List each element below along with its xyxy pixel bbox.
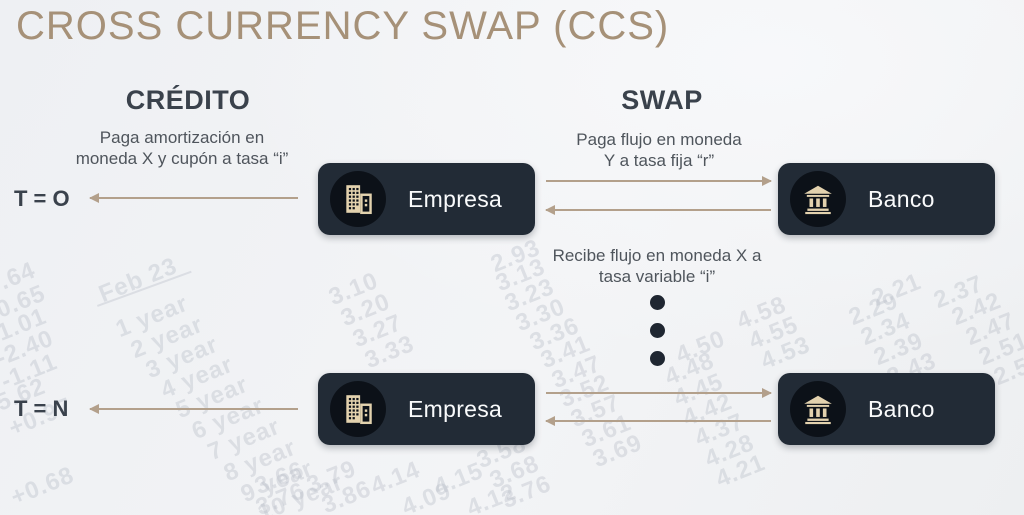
watermark-item: -1.11 [0, 348, 62, 396]
watermark-item: 3.10 [325, 267, 383, 312]
watermark-item: 2.34 [857, 307, 915, 352]
watermark-item: -0.64 [0, 256, 40, 305]
bank-icon [790, 171, 846, 227]
watermark-item: 3.69 [589, 429, 647, 474]
watermark-item: 3 year [142, 330, 223, 385]
watermark-item: 2.42 [948, 287, 1006, 332]
note-line: moneda X y cupón a tasa “i” [75, 149, 289, 168]
watermark-item: 4.37 [691, 408, 749, 453]
column-header-credito: CRÉDITO [125, 85, 251, 115]
watermark-item: -1.01 [0, 302, 51, 351]
note-swap-receive: Recibe flujo en moneda X a tasa variable… [532, 245, 782, 287]
entity-box-empresa-top: Empresa [318, 163, 535, 235]
watermark-item: 8 year [220, 433, 301, 488]
watermark-item: 3.79 [303, 455, 361, 500]
watermark-header-underline [97, 270, 192, 307]
watermark-item: 3.68 [486, 450, 544, 495]
arrow-swap-receive-top [545, 205, 771, 215]
note-line: Paga flujo en moneda [576, 130, 742, 149]
watermark-item: 4 year [157, 350, 238, 405]
watermark-item: 4.14 [367, 456, 425, 501]
watermark-item: -2.40 [0, 324, 58, 373]
ellipsis-dot [650, 295, 665, 310]
note-credit-amortization: Paga amortización en moneda X y cupón a … [52, 127, 312, 169]
watermark-item: +0.68 [7, 461, 79, 512]
entity-box-empresa-bottom: Empresa [318, 373, 535, 445]
arrow-swap-pay-bottom [546, 388, 772, 398]
watermark-item: 4.48 [661, 347, 719, 392]
watermark-item: 2.29 [845, 287, 903, 332]
watermark-item: 3.41 [537, 330, 595, 375]
watermark-item: 2.39 [870, 327, 928, 372]
column-header-swap: SWAP [621, 85, 703, 115]
bank-icon [790, 381, 846, 437]
note-swap-pay: Paga flujo en moneda Y a tasa fija “r” [539, 129, 779, 171]
watermark-item: 4.55 [745, 311, 803, 356]
watermark-item: 5 year [172, 370, 253, 425]
ellipsis-dot [650, 351, 665, 366]
note-line: Recibe flujo en moneda X a [552, 246, 762, 265]
watermark-item: 7 year [204, 412, 285, 467]
watermark-table-header: Feb 23 [95, 252, 182, 309]
entity-label: Empresa [408, 395, 503, 422]
watermark-item: 4.15 [430, 457, 488, 502]
arrow-credit-t0 [89, 193, 298, 203]
watermark-item: 2.55 [990, 347, 1024, 392]
watermark-item: 10 year [254, 468, 348, 515]
entity-label: Empresa [408, 185, 503, 212]
watermark-item: 2.47 [962, 307, 1020, 352]
watermark-item: 3.61 [578, 409, 636, 454]
arrow-credit-tn [89, 404, 298, 414]
watermark-item: 4.28 [701, 429, 759, 474]
page-title: CROSS CURRENCY SWAP (CCS) [16, 4, 670, 48]
entity-box-banco-bottom: Banco [778, 373, 995, 445]
building-icon [330, 171, 386, 227]
time-label-tn: T = N [14, 396, 69, 421]
watermark-item: 1 year [112, 289, 193, 344]
watermark-item: 9 year [237, 454, 318, 509]
watermark-item: 4.12 [463, 478, 521, 515]
watermark-item: 3.27 [349, 309, 407, 354]
watermark-item: 4.50 [672, 325, 730, 370]
note-line: Paga amortización en [99, 128, 265, 147]
watermark-item: 4.21 [712, 449, 770, 494]
watermark-item: 3.57 [567, 389, 625, 434]
watermark-item: 4.42 [679, 388, 737, 433]
entity-label: Banco [868, 185, 935, 212]
watermark-item: 2.21 [868, 268, 926, 313]
note-line: tasa variable “i” [598, 267, 716, 286]
arrow-swap-pay-top [546, 176, 772, 186]
watermark-item: 3.30 [512, 293, 570, 338]
watermark-item: 2.37 [930, 270, 988, 315]
watermark-item: 4.58 [733, 291, 791, 336]
watermark-item: 3.33 [361, 330, 419, 375]
watermark-item: 2 year [127, 310, 208, 365]
watermark-item: 3.66 [251, 456, 309, 501]
watermark-item: 3.76 [498, 470, 556, 515]
watermark-item: 2.51 [975, 327, 1024, 372]
watermark-item: 3.36 [526, 312, 584, 357]
watermark-item: 3.76 [252, 477, 310, 515]
watermark-item: -0.65 [0, 279, 50, 328]
watermark-item: 3.47 [548, 350, 606, 395]
building-icon [330, 381, 386, 437]
watermark-item: 3.20 [337, 288, 395, 333]
watermark-item: 4.45 [670, 368, 728, 413]
watermark-item: 4.53 [757, 331, 815, 376]
arrow-swap-receive-bottom [545, 416, 771, 426]
watermark-item: 6 year [188, 391, 269, 446]
time-label-t0: T = O [14, 186, 70, 211]
entity-box-banco-top: Banco [778, 163, 995, 235]
entity-label: Banco [868, 395, 935, 422]
watermark-item: 3.86 [318, 475, 376, 515]
watermark-item: 4.09 [398, 477, 456, 515]
note-line: Y a tasa fija “r” [603, 151, 715, 170]
ellipsis-dot [650, 323, 665, 338]
